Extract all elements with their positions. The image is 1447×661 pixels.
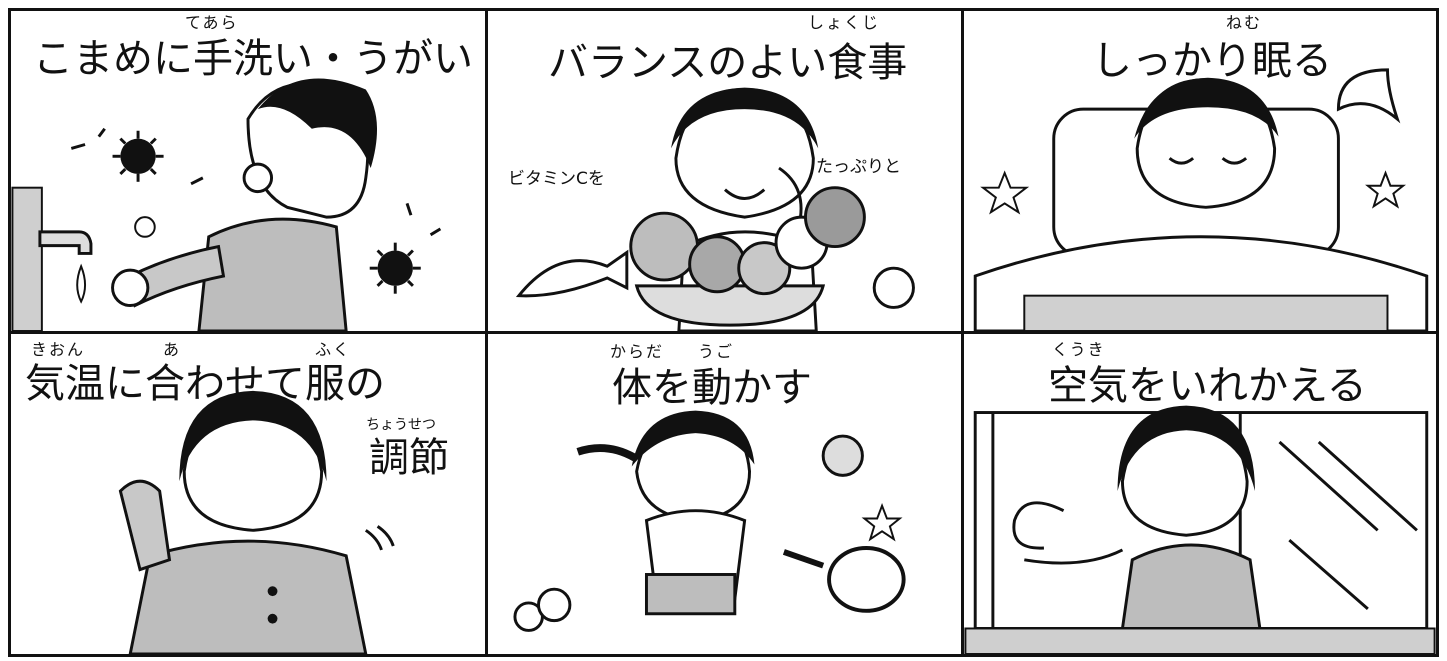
- boy-hair: [257, 78, 378, 169]
- germ-icon: [112, 130, 164, 182]
- boy-shirt: [197, 217, 348, 331]
- panel-3-ruby: ねむ: [1226, 13, 1263, 32]
- star-icon: [1365, 170, 1406, 209]
- panel-4-ruby-1: きおん: [31, 340, 86, 359]
- panel-1-title: こまめに手洗い・うがい: [33, 36, 473, 82]
- mattress-icon: [1023, 294, 1389, 331]
- panel-balanced-meal: しょくじ バランスのよい食事 ビタミンCを たっぷりと: [485, 8, 964, 334]
- ventilation-illustration: [964, 405, 1436, 654]
- panel-6-ruby: くうき: [1052, 340, 1106, 359]
- meal-illustration: [515, 87, 915, 331]
- wall-patch: [11, 186, 43, 331]
- water-drop-icon: [76, 263, 87, 304]
- wind-swirl-icon: [1012, 501, 1065, 550]
- germ-icon: [369, 242, 421, 294]
- panel-handwashing: てあら こまめに手洗い・うがい: [8, 8, 488, 334]
- panel-4-title-line2: 調節: [369, 435, 449, 481]
- closed-eyes: [1168, 157, 1248, 165]
- star-icon: [861, 503, 903, 542]
- splash-marks: [70, 127, 442, 237]
- panel-2-note-plenty: たっぷりと: [816, 157, 901, 177]
- girl-smile: [724, 188, 766, 200]
- star-icon: [980, 170, 1030, 215]
- panel-4-title: 気温に合わせて服の: [25, 361, 385, 407]
- panel-4-ruby-line2: ちょうせつ: [366, 417, 436, 433]
- blazer-icon: [1120, 543, 1262, 630]
- moon-icon: [1336, 68, 1401, 124]
- boy-arm: [128, 244, 226, 308]
- glass-reflection: [1278, 440, 1418, 610]
- raised-arm: [118, 479, 172, 572]
- tennis-ball-icon: [821, 434, 864, 477]
- vegetable-icon: [688, 235, 747, 294]
- panel-1-ruby: てあら: [185, 13, 239, 32]
- panel-6-title: 空気をいれかえる: [1048, 363, 1367, 409]
- sleeping-boy-hair: [1134, 77, 1279, 139]
- panel-5-ruby-2: うご: [698, 342, 735, 361]
- basket-icon: [634, 284, 826, 327]
- handwashing-illustration: [11, 78, 442, 331]
- ponytail: [576, 444, 637, 462]
- panel-clothing: きおん あ ふく 気温に合わせて服の ちょうせつ 調節: [8, 331, 488, 657]
- panel-sleep: ねむ しっかり眠る: [961, 8, 1439, 334]
- panel-3-title: しっかり眠る: [1092, 38, 1332, 84]
- fish-icon: [515, 249, 629, 298]
- girl-hair: [671, 87, 819, 149]
- panel-2-ruby: しょくじ: [808, 13, 881, 32]
- girl-hair: [1117, 405, 1255, 492]
- chick-icon: [872, 266, 915, 309]
- clothing-illustration: [118, 390, 395, 654]
- shorts: [644, 573, 737, 616]
- exercise-illustration: [513, 410, 906, 632]
- girl-hair: [631, 410, 755, 467]
- soap-bubbles: [111, 268, 150, 307]
- sleep-illustration: [973, 68, 1429, 331]
- panel-4-ruby-2: あ: [163, 340, 182, 359]
- tennis-racket-icon: [782, 546, 906, 613]
- fruit-icon: [737, 241, 792, 296]
- panel-ventilation: くうき 空気をいれかえる: [961, 331, 1439, 657]
- panel-2-note-vitamin: ビタミンCを: [508, 169, 605, 189]
- motion-lines: [364, 525, 395, 551]
- panel-exercise: からだ うご 体を動かす: [485, 331, 964, 657]
- panel-4-ruby-3: ふく: [315, 340, 352, 359]
- broccoli-icon: [804, 186, 866, 249]
- faucet-icon: [38, 230, 93, 255]
- window-sill: [964, 627, 1436, 654]
- girl-hair: [179, 390, 327, 482]
- boy-mouth: [242, 162, 274, 194]
- panel-2-title: バランスのよい食事: [548, 40, 908, 86]
- panel-5-ruby-1: からだ: [610, 342, 665, 361]
- panel-5-title: 体を動かす: [612, 365, 812, 411]
- cardigan-icon: [128, 539, 368, 654]
- cabbage-icon: [629, 211, 699, 282]
